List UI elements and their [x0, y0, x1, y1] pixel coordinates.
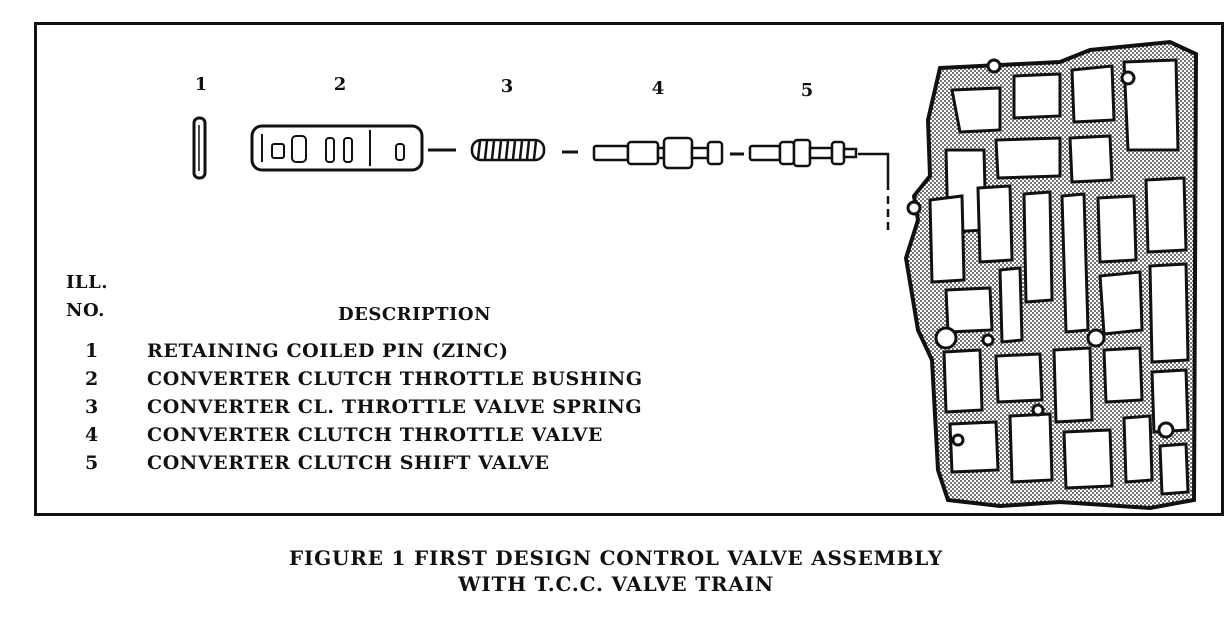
legend-row-desc: RETAINING COILED PIN (ZINC)	[147, 340, 509, 362]
legend-row-5: 5 CONVERTER CLUTCH SHIFT VALVE	[85, 452, 550, 474]
part-label-3: 3	[500, 76, 514, 97]
legend-row-desc: CONVERTER CLUTCH THROTTLE BUSHING	[147, 368, 643, 390]
valve-spring-part	[470, 138, 546, 162]
legend-col-no-line2: NO.	[66, 300, 105, 321]
legend-row-2: 2 CONVERTER CLUTCH THROTTLE BUSHING	[85, 368, 643, 390]
legend-row-4: 4 CONVERTER CLUTCH THROTTLE VALVE	[85, 424, 603, 446]
coiled-pin-part	[192, 116, 207, 180]
part-label-2: 2	[333, 74, 347, 95]
legend-row-number: 1	[85, 340, 99, 362]
legend-col-no-line1: ILL.	[66, 272, 108, 293]
part-label-1: 1	[194, 74, 208, 95]
legend-row-desc: CONVERTER CL. THROTTLE VALVE SPRING	[147, 396, 643, 418]
legend-row-number: 4	[85, 424, 99, 446]
figure-caption-line2: WITH T.C.C. VALVE TRAIN	[458, 572, 774, 596]
legend-col-desc: DESCRIPTION	[338, 304, 492, 325]
shift-valve-part	[748, 138, 858, 168]
control-valve-body	[903, 39, 1199, 511]
legend-row-number: 5	[85, 452, 99, 474]
figure-caption-line1: FIGURE 1 FIRST DESIGN CONTROL VALVE ASSE…	[289, 546, 943, 570]
legend-row-desc: CONVERTER CLUTCH THROTTLE VALVE	[147, 424, 604, 446]
throttle-valve-part	[592, 136, 724, 170]
legend-row-number: 2	[85, 368, 99, 390]
legend-row-number: 3	[85, 396, 99, 418]
legend-row-1: 1 RETAINING COILED PIN (ZINC)	[85, 340, 509, 362]
leader-line-4	[858, 152, 890, 190]
legend-row-3: 3 CONVERTER CL. THROTTLE VALVE SPRING	[85, 396, 642, 418]
part-label-5: 5	[800, 80, 814, 101]
part-label-4: 4	[651, 78, 665, 99]
throttle-bushing-part	[250, 124, 424, 172]
figure-frame	[34, 22, 1224, 516]
legend-row-desc: CONVERTER CLUTCH SHIFT VALVE	[147, 452, 550, 474]
